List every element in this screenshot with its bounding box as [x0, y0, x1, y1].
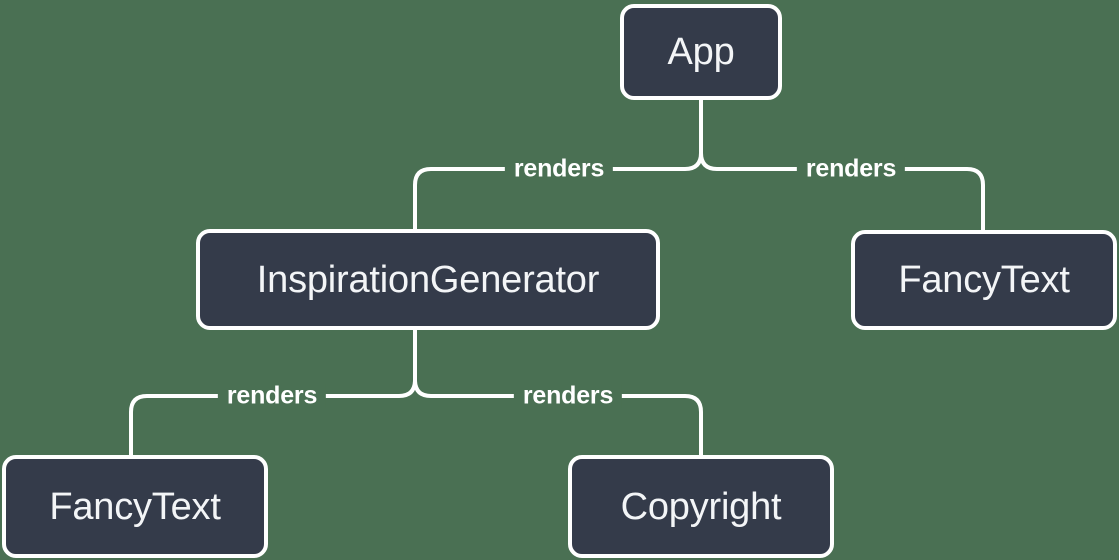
edge-label-inspiration-generator-to-copyright: renders — [513, 383, 623, 409]
edge-label-inspiration-generator-to-fancytext-bottom: renders — [217, 383, 327, 409]
node-fancytext-right[interactable]: FancyText — [851, 230, 1117, 330]
node-label-inspiration-generator: InspirationGenerator — [256, 258, 600, 301]
node-label-fancytext-bottom: FancyText — [49, 485, 221, 528]
node-inspiration-generator[interactable]: InspirationGenerator — [196, 229, 660, 330]
edge-label-app-to-fancytext-right: renders — [796, 156, 906, 182]
node-label-fancytext-right: FancyText — [898, 259, 1070, 301]
node-copyright[interactable]: Copyright — [568, 455, 834, 558]
node-app[interactable]: App — [620, 4, 782, 100]
edge-app-to-fancytext-right — [699, 152, 985, 230]
edge-label-app-to-inspiration-generator: renders — [504, 156, 614, 182]
node-fancytext-bottom[interactable]: FancyText — [2, 455, 268, 558]
node-label-app: App — [667, 31, 735, 73]
node-label-copyright: Copyright — [620, 485, 782, 528]
edge-inspiration-generator-to-copyright — [413, 379, 703, 455]
